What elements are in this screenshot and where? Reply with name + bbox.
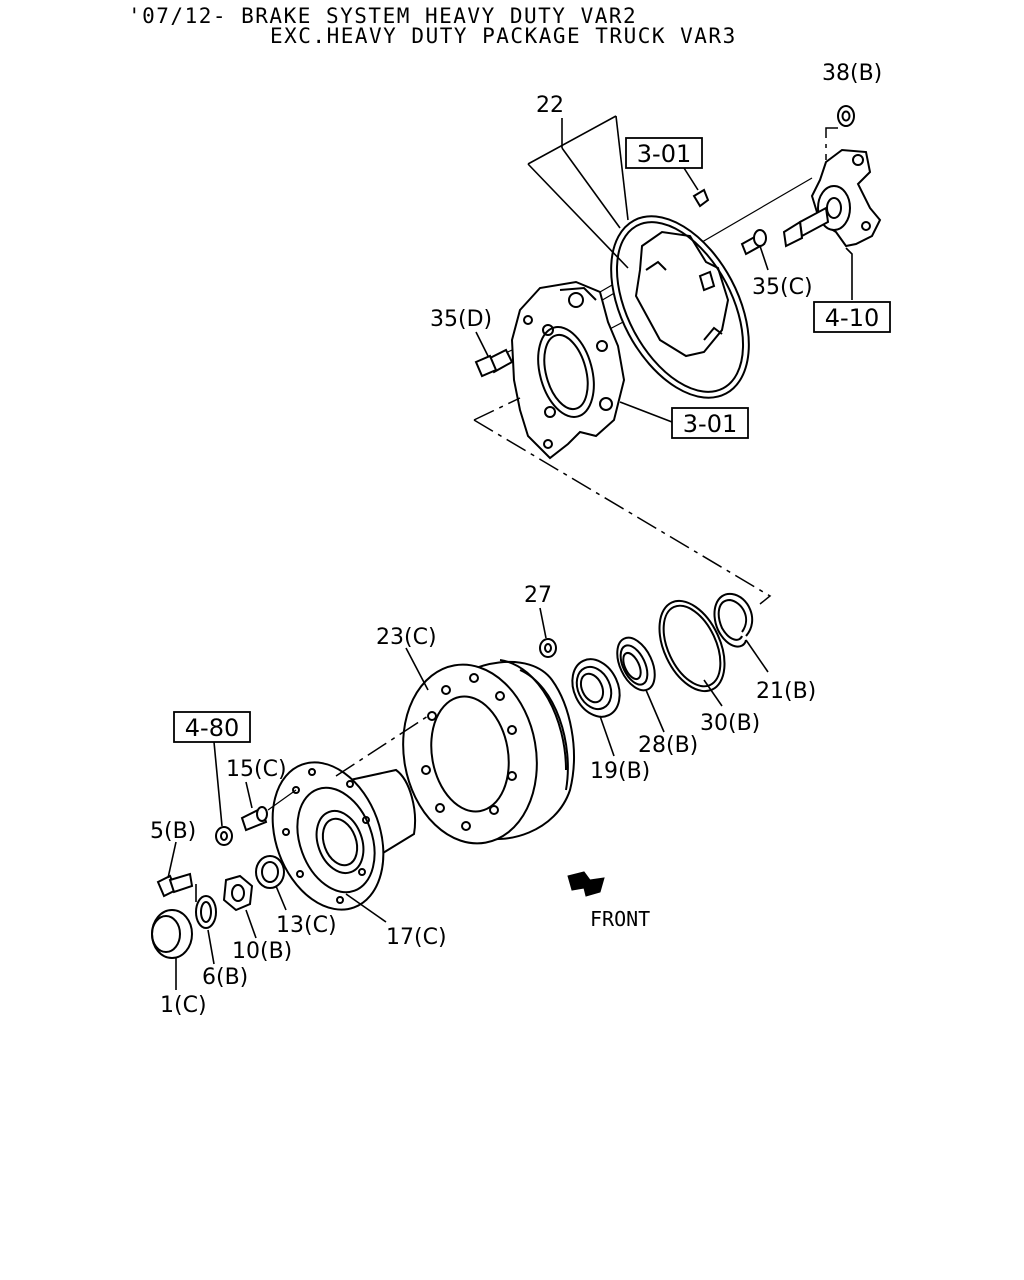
ref-box-4-10-label: 4-10 <box>825 304 879 332</box>
leader-27 <box>539 607 547 639</box>
leader-10b <box>245 909 257 939</box>
leader-5b <box>167 841 177 879</box>
part-22-dust-shield <box>610 215 750 399</box>
leader-17c <box>345 893 387 923</box>
leader-19b <box>599 715 615 757</box>
label-part-15c: 15(C) <box>226 757 287 782</box>
leader-21b <box>745 639 769 673</box>
label-part-28b: 28(B) <box>638 733 698 758</box>
leader-4-10 <box>845 247 853 300</box>
part-28b-seal <box>616 636 656 692</box>
label-part-5b: 5(B) <box>150 819 196 844</box>
leader-38b <box>825 127 838 160</box>
label-part-6b: 6(B) <box>202 965 248 990</box>
part-1c-hub-cap <box>151 909 193 959</box>
ref-box-4-80-label: 4-80 <box>185 714 239 742</box>
label-part-35c: 35(C) <box>752 275 813 300</box>
label-part-10b: 10(B) <box>232 939 292 964</box>
ref-box-3-01-top <box>625 137 703 169</box>
label-part-30b: 30(B) <box>700 711 760 736</box>
ref-box-3-01-top-label: 3-01 <box>637 140 691 168</box>
leader-35c <box>759 245 769 271</box>
ref-box-4-80 <box>173 711 251 743</box>
part-30b-ring <box>658 599 726 693</box>
label-part-22: 22 <box>536 93 564 118</box>
front-label: FRONT <box>590 907 650 931</box>
part-6b-lock-washer <box>195 895 217 929</box>
diagram-title-line1: '07/12- BRAKE SYSTEM HEAVY DUTY VAR2 <box>128 4 638 28</box>
part-15c-stud <box>240 806 268 832</box>
part-17c-hub <box>271 761 416 911</box>
centerline-dash <box>473 397 772 605</box>
label-part-35d: 35(D) <box>430 307 492 332</box>
part-clip <box>692 188 710 208</box>
part-23c-brake-drum <box>402 659 575 845</box>
leader-15c <box>245 781 253 809</box>
part-35d-bolt <box>474 348 514 378</box>
label-part-27: 27 <box>524 583 552 608</box>
ref-box-3-01-mid-label: 3-01 <box>683 410 737 438</box>
part-35c-bolt <box>740 229 767 256</box>
label-part-21b: 21(B) <box>756 679 816 704</box>
ref-box-3-01-mid <box>671 407 749 439</box>
axis-line-stud <box>267 789 297 811</box>
part-27-washer <box>539 638 557 658</box>
part-38b-nut <box>837 105 855 127</box>
label-part-1c: 1(C) <box>160 993 207 1018</box>
part-13c-bearing <box>255 855 285 889</box>
leader-28b <box>645 689 665 733</box>
label-part-13c: 13(C) <box>276 913 337 938</box>
front-arrow-icon <box>567 871 605 897</box>
part-21b-snap-ring <box>713 592 754 648</box>
part-4-80-nut <box>215 826 233 846</box>
leader-6b <box>207 929 215 965</box>
leader-3-01-top <box>683 167 699 191</box>
part-19b-bearing <box>571 658 621 718</box>
part-5b-bolt <box>156 872 194 898</box>
leader-30b <box>703 679 723 707</box>
leader-35d <box>475 331 489 357</box>
leader-13c <box>275 885 287 911</box>
ref-box-4-10 <box>813 301 891 333</box>
label-part-17c: 17(C) <box>386 925 447 950</box>
leader-4-80 <box>213 741 223 827</box>
leader-22 <box>527 115 629 269</box>
part-10b-nut <box>222 874 254 912</box>
leader-23c <box>405 647 429 691</box>
diagram-title-line2: EXC.HEAVY DUTY PACKAGE TRUCK VAR3 <box>270 24 737 48</box>
leader-3-01-mid <box>619 401 673 423</box>
part-backing-plate <box>510 280 626 460</box>
part-knuckle <box>782 148 882 248</box>
label-part-19b: 19(B) <box>590 759 650 784</box>
axis-line-drum <box>335 715 429 777</box>
label-part-38b: 38(B) <box>822 61 882 86</box>
label-part-23c: 23(C) <box>376 625 437 650</box>
